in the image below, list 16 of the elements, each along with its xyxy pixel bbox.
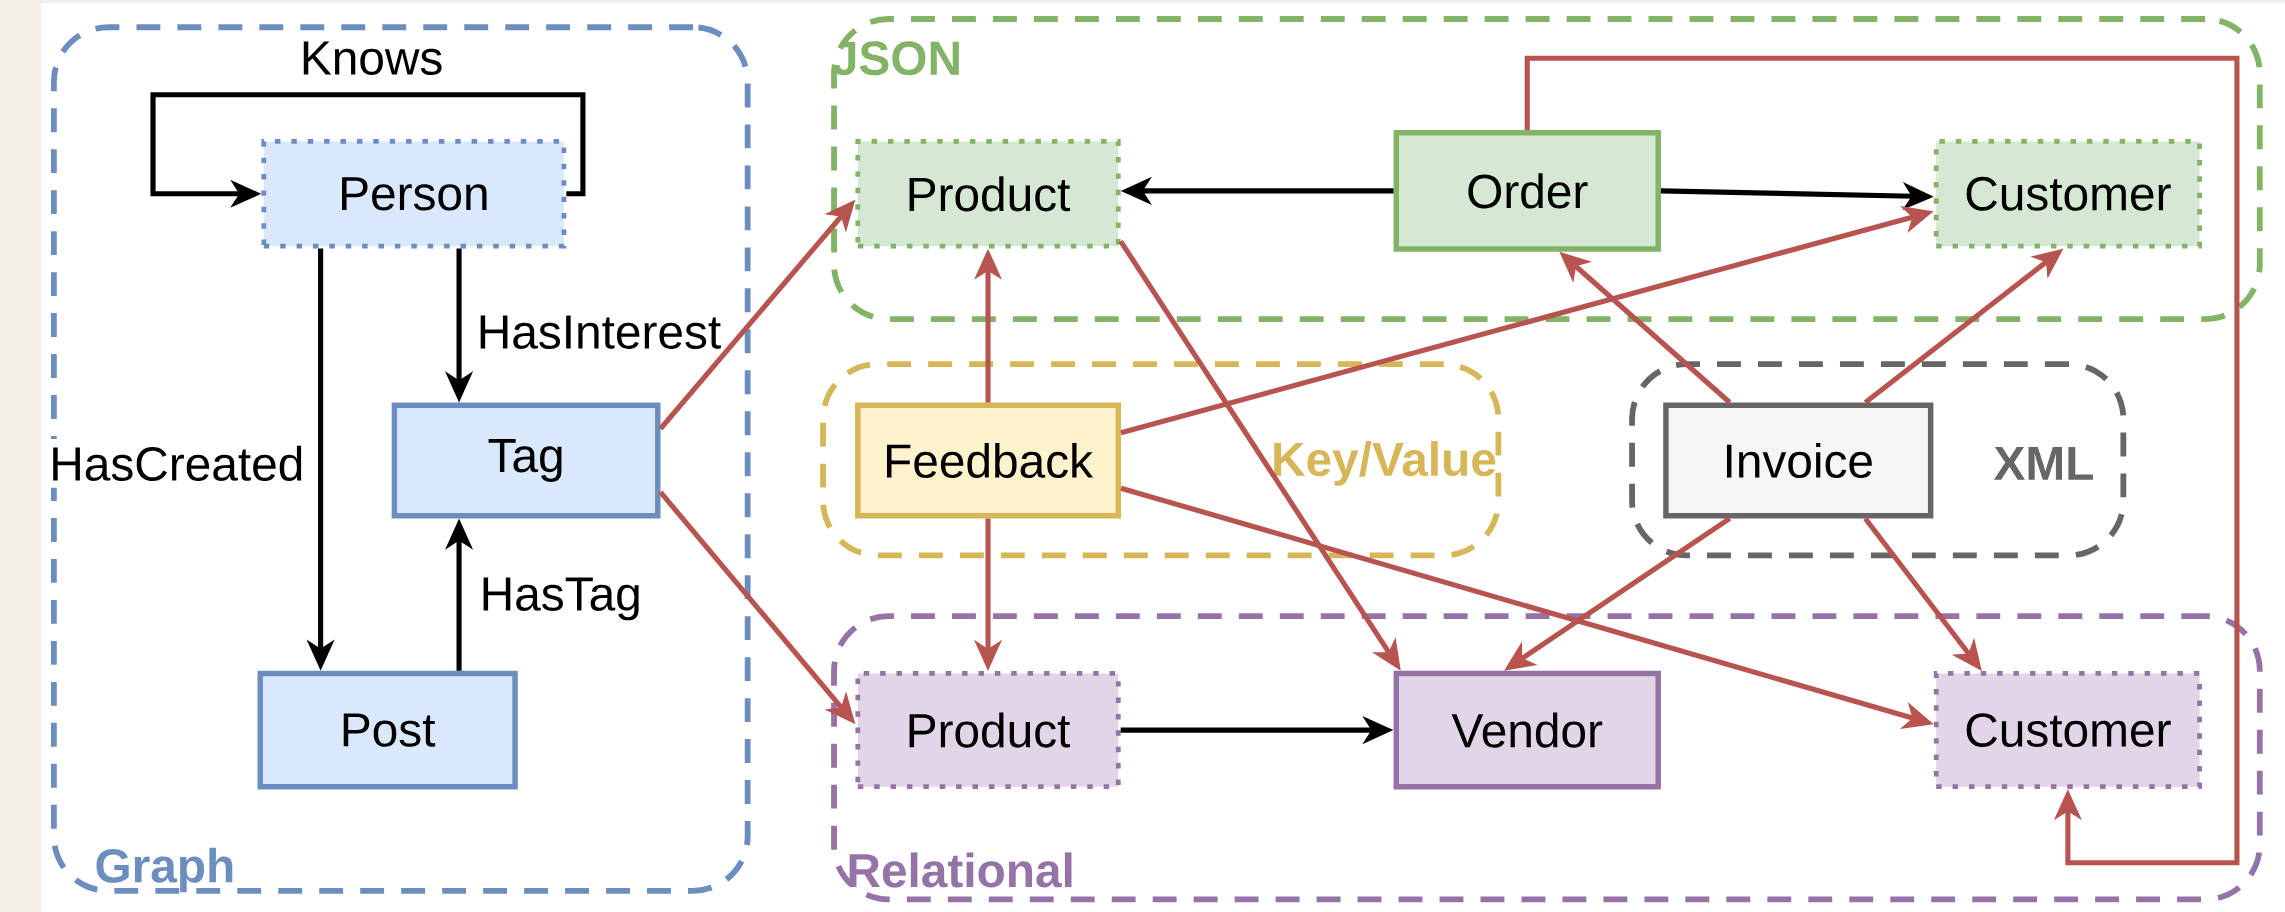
entity-box: Order xyxy=(1393,130,1661,252)
entity-box: Vendor xyxy=(1393,670,1661,790)
edge-label: Knows xyxy=(293,34,451,82)
arrow xyxy=(1524,55,2240,866)
edge-label: HasTag xyxy=(472,570,649,628)
entity-box: Customer xyxy=(1933,138,2202,249)
edge-label: HasInterest xyxy=(469,308,729,356)
edge-label: HasCreated xyxy=(42,438,312,488)
entity-box: Product xyxy=(855,138,1121,249)
entity-box: Product xyxy=(855,670,1121,789)
entity-box: Invoice xyxy=(1663,402,1934,519)
entity-box: Feedback xyxy=(855,402,1121,519)
entity-box: Person xyxy=(261,138,567,249)
entity-box: Customer xyxy=(1933,670,2202,789)
entity-box: Post xyxy=(257,670,518,790)
entity-box: Tag xyxy=(391,402,661,519)
